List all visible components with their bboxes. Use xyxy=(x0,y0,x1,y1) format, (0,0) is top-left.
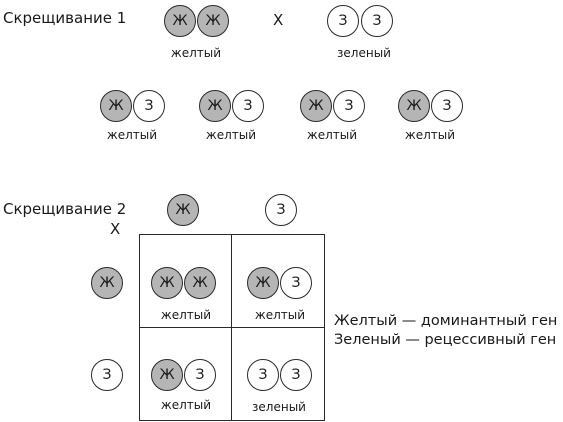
cross-symbol: Х xyxy=(110,220,121,238)
legend-dominant: Желтый — доминантный ген xyxy=(334,313,558,329)
offspring-phenotype: желтый xyxy=(404,128,456,142)
cell-phenotype: желтый xyxy=(160,398,212,412)
grid-line-center xyxy=(231,234,233,421)
offspring-phenotype: желтый xyxy=(205,128,257,142)
dominant-allele-circle: Ж xyxy=(164,5,196,37)
cross1-parent1-phenotype: желтый xyxy=(170,46,222,60)
grid-line-right xyxy=(324,234,326,421)
cross1-title: Скрещивание 1 xyxy=(3,9,127,27)
cross1-parent2-phenotype: зеленый xyxy=(337,46,391,60)
recessive-allele-circle: З xyxy=(247,359,279,391)
dominant-allele-circle: Ж xyxy=(197,5,229,37)
recessive-allele-circle: З xyxy=(327,5,359,37)
offspring-phenotype: желтый xyxy=(306,128,358,142)
recessive-allele-circle: З xyxy=(361,5,393,37)
row-gamete-dominant: Ж xyxy=(91,267,123,299)
cell-phenotype: зеленый xyxy=(252,400,306,414)
recessive-allele-circle: З xyxy=(280,267,312,299)
dominant-allele-circle: Ж xyxy=(151,267,183,299)
dominant-allele-circle: Ж xyxy=(100,90,132,122)
recessive-allele-circle: З xyxy=(333,90,365,122)
recessive-allele-circle: З xyxy=(280,359,312,391)
dominant-allele-circle: Ж xyxy=(151,359,183,391)
cell-phenotype: желтый xyxy=(160,308,212,322)
column-gamete-dominant: Ж xyxy=(167,194,199,226)
recessive-allele-circle: З xyxy=(232,90,264,122)
dominant-allele-circle: Ж xyxy=(247,267,279,299)
cross2-title: Скрещивание 2 xyxy=(3,200,127,218)
cross-symbol: Х xyxy=(273,11,284,29)
recessive-allele-circle: З xyxy=(431,90,463,122)
recessive-allele-circle: З xyxy=(133,90,165,122)
row-gamete-recessive: З xyxy=(91,359,123,391)
recessive-allele-circle: З xyxy=(184,359,216,391)
grid-line-left xyxy=(139,234,141,421)
dominant-allele-circle: Ж xyxy=(300,90,332,122)
legend-recessive: Зеленый — рецессивный ген xyxy=(334,332,557,348)
dominant-allele-circle: Ж xyxy=(199,90,231,122)
offspring-phenotype: желтый xyxy=(106,128,158,142)
column-gamete-recessive: З xyxy=(265,194,297,226)
cell-phenotype: желтый xyxy=(254,308,306,322)
dominant-allele-circle: Ж xyxy=(398,90,430,122)
dominant-allele-circle: Ж xyxy=(184,267,216,299)
